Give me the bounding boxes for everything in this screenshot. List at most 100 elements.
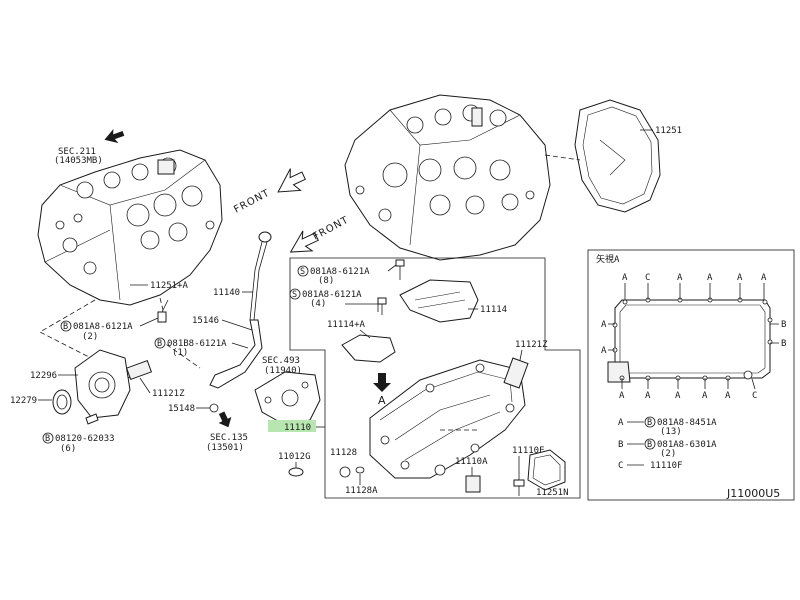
svg-text:B: B xyxy=(781,339,786,349)
view-a-title: 矢視A xyxy=(596,253,620,265)
svg-text:(13): (13) xyxy=(660,427,682,437)
svg-text:08120-62033: 08120-62033 xyxy=(55,434,115,444)
callout-12279[interactable]: 12279 xyxy=(10,396,37,406)
view-a-oil-pan-outline xyxy=(607,297,773,383)
callout-11251n[interactable]: 11251N xyxy=(536,488,569,498)
svg-text:S: S xyxy=(300,267,305,277)
callout-11110[interactable]: 11110 xyxy=(284,423,311,433)
baffle-plate-11114a xyxy=(341,334,396,363)
sec135-label-line1[interactable]: SEC.135 xyxy=(210,433,248,443)
left-cylinder-block xyxy=(37,149,223,306)
sec211-arrow xyxy=(104,129,125,144)
callout-11110a[interactable]: 11110A xyxy=(455,457,488,467)
bolt-icon xyxy=(513,479,525,496)
drain-plug-washer-11128a xyxy=(355,466,365,474)
sec211-label-line1[interactable]: SEC.211 xyxy=(58,147,96,157)
callout-11012g[interactable]: 11012G xyxy=(278,452,311,462)
svg-text:(1): (1) xyxy=(172,348,188,358)
callout-11128a[interactable]: 11128A xyxy=(345,486,378,496)
view-a-side-markers: A A B B xyxy=(601,320,786,356)
svg-text:C: C xyxy=(752,391,757,401)
svg-text:A: A xyxy=(601,346,607,356)
sec211-label-line2[interactable]: (14053MB) xyxy=(54,156,103,166)
o-ring-15148 xyxy=(209,403,219,413)
svg-text:081A8-6121A: 081A8-6121A xyxy=(310,267,370,277)
callout-11121z-right[interactable]: 11121Z xyxy=(515,340,548,350)
oil-seal-12279 xyxy=(52,389,72,415)
svg-text:A: A xyxy=(702,391,708,401)
view-a-legend-row-b[interactable]: B B 081A8-6301A (2) xyxy=(618,438,717,459)
baffle-plate-11114 xyxy=(399,279,479,323)
svg-text:B: B xyxy=(45,434,50,444)
view-a-legend-row-c[interactable]: C 11110F xyxy=(618,461,683,471)
callout-081a8-6121a-left[interactable]: B 081A8-6121A (2) xyxy=(60,320,133,342)
svg-text:081A8-6121A: 081A8-6121A xyxy=(302,290,362,300)
callout-12296[interactable]: 12296 xyxy=(30,371,57,381)
view-a-legend-row-a[interactable]: A B 081A8-8451A (13) xyxy=(618,416,717,437)
svg-text:A: A xyxy=(645,391,651,401)
svg-text:(4): (4) xyxy=(310,299,326,309)
view-a-bottom-markers: A A A A A C xyxy=(619,378,757,401)
svg-text:C: C xyxy=(618,461,623,471)
gasket-11251n xyxy=(527,449,566,491)
callout-081a8-6121a-8[interactable]: S 081A8-6121A (8) xyxy=(297,265,370,286)
bolt-icon xyxy=(85,413,99,425)
callout-11128[interactable]: 11128 xyxy=(330,448,357,458)
oil-pan-lower-11110a xyxy=(465,475,481,493)
view-a-arrow xyxy=(373,373,391,392)
bolt-icon xyxy=(157,299,169,323)
svg-text:C: C xyxy=(645,273,650,283)
oil-pan-upper-11110-bracket xyxy=(254,371,321,426)
oil-level-gauge xyxy=(249,231,272,321)
oil-pan-assembly xyxy=(369,359,526,479)
oil-pan-group-frame xyxy=(289,257,581,499)
svg-text:081A8-6301A: 081A8-6301A xyxy=(657,440,717,450)
callout-11140[interactable]: 11140 xyxy=(213,288,240,298)
svg-text:11110F: 11110F xyxy=(650,461,683,471)
rear-plate-gasket-11251 xyxy=(574,99,661,213)
svg-text:A: A xyxy=(677,273,683,283)
svg-text:A: A xyxy=(622,273,628,283)
svg-text:081B8-6121A: 081B8-6121A xyxy=(167,339,227,349)
front-arrow-left xyxy=(277,168,306,193)
bolt-icon xyxy=(377,297,387,315)
right-cylinder-block xyxy=(344,94,551,261)
front-label-left: FRONT xyxy=(232,188,272,216)
callout-11251[interactable]: 11251 xyxy=(655,126,682,136)
callout-11121z-left[interactable]: 11121Z xyxy=(152,389,185,399)
callout-08120-62033[interactable]: B 08120-62033 (6) xyxy=(42,432,115,454)
svg-text:(6): (6) xyxy=(60,444,76,454)
svg-text:A: A xyxy=(601,320,607,330)
sec135-arrow xyxy=(218,411,232,428)
svg-text:A: A xyxy=(725,391,731,401)
svg-text:A: A xyxy=(737,273,743,283)
svg-text:A: A xyxy=(761,273,767,283)
view-a-top-markers: A C A A A A xyxy=(622,273,767,300)
callout-15146[interactable]: 15146 xyxy=(192,316,219,326)
sec135-label-line2[interactable]: (13501) xyxy=(206,443,244,453)
callout-11114a[interactable]: 11114+A xyxy=(327,320,366,330)
svg-text:081A8-8451A: 081A8-8451A xyxy=(657,418,717,428)
callout-11114[interactable]: 11114 xyxy=(480,305,507,315)
bolt-icon xyxy=(395,259,405,280)
svg-text:B: B xyxy=(781,320,786,330)
callout-081b8-6121a[interactable]: B 081B8-6121A (1) xyxy=(154,337,227,358)
oil-filter-left xyxy=(125,359,153,381)
dipstick-tube xyxy=(209,319,263,389)
callout-15148[interactable]: 15148 xyxy=(168,404,195,414)
svg-text:B: B xyxy=(63,322,68,332)
svg-text:A: A xyxy=(619,391,625,401)
callout-11251-a[interactable]: 11251+A xyxy=(150,281,189,291)
callout-081a8-6121a-4[interactable]: S 081A8-6121A (4) xyxy=(289,288,362,309)
diagram-code: J11000U5 xyxy=(726,487,780,500)
sec493-label-line2[interactable]: (11940) xyxy=(264,366,302,376)
callout-11110e[interactable]: 11110E xyxy=(512,446,545,456)
svg-text:A: A xyxy=(618,418,624,428)
sec493-label-line1[interactable]: SEC.493 xyxy=(262,356,300,366)
svg-text:081A8-6121A: 081A8-6121A xyxy=(73,322,133,332)
svg-text:(8): (8) xyxy=(318,276,334,286)
svg-text:A: A xyxy=(675,391,681,401)
front-arrow-right xyxy=(289,230,319,253)
